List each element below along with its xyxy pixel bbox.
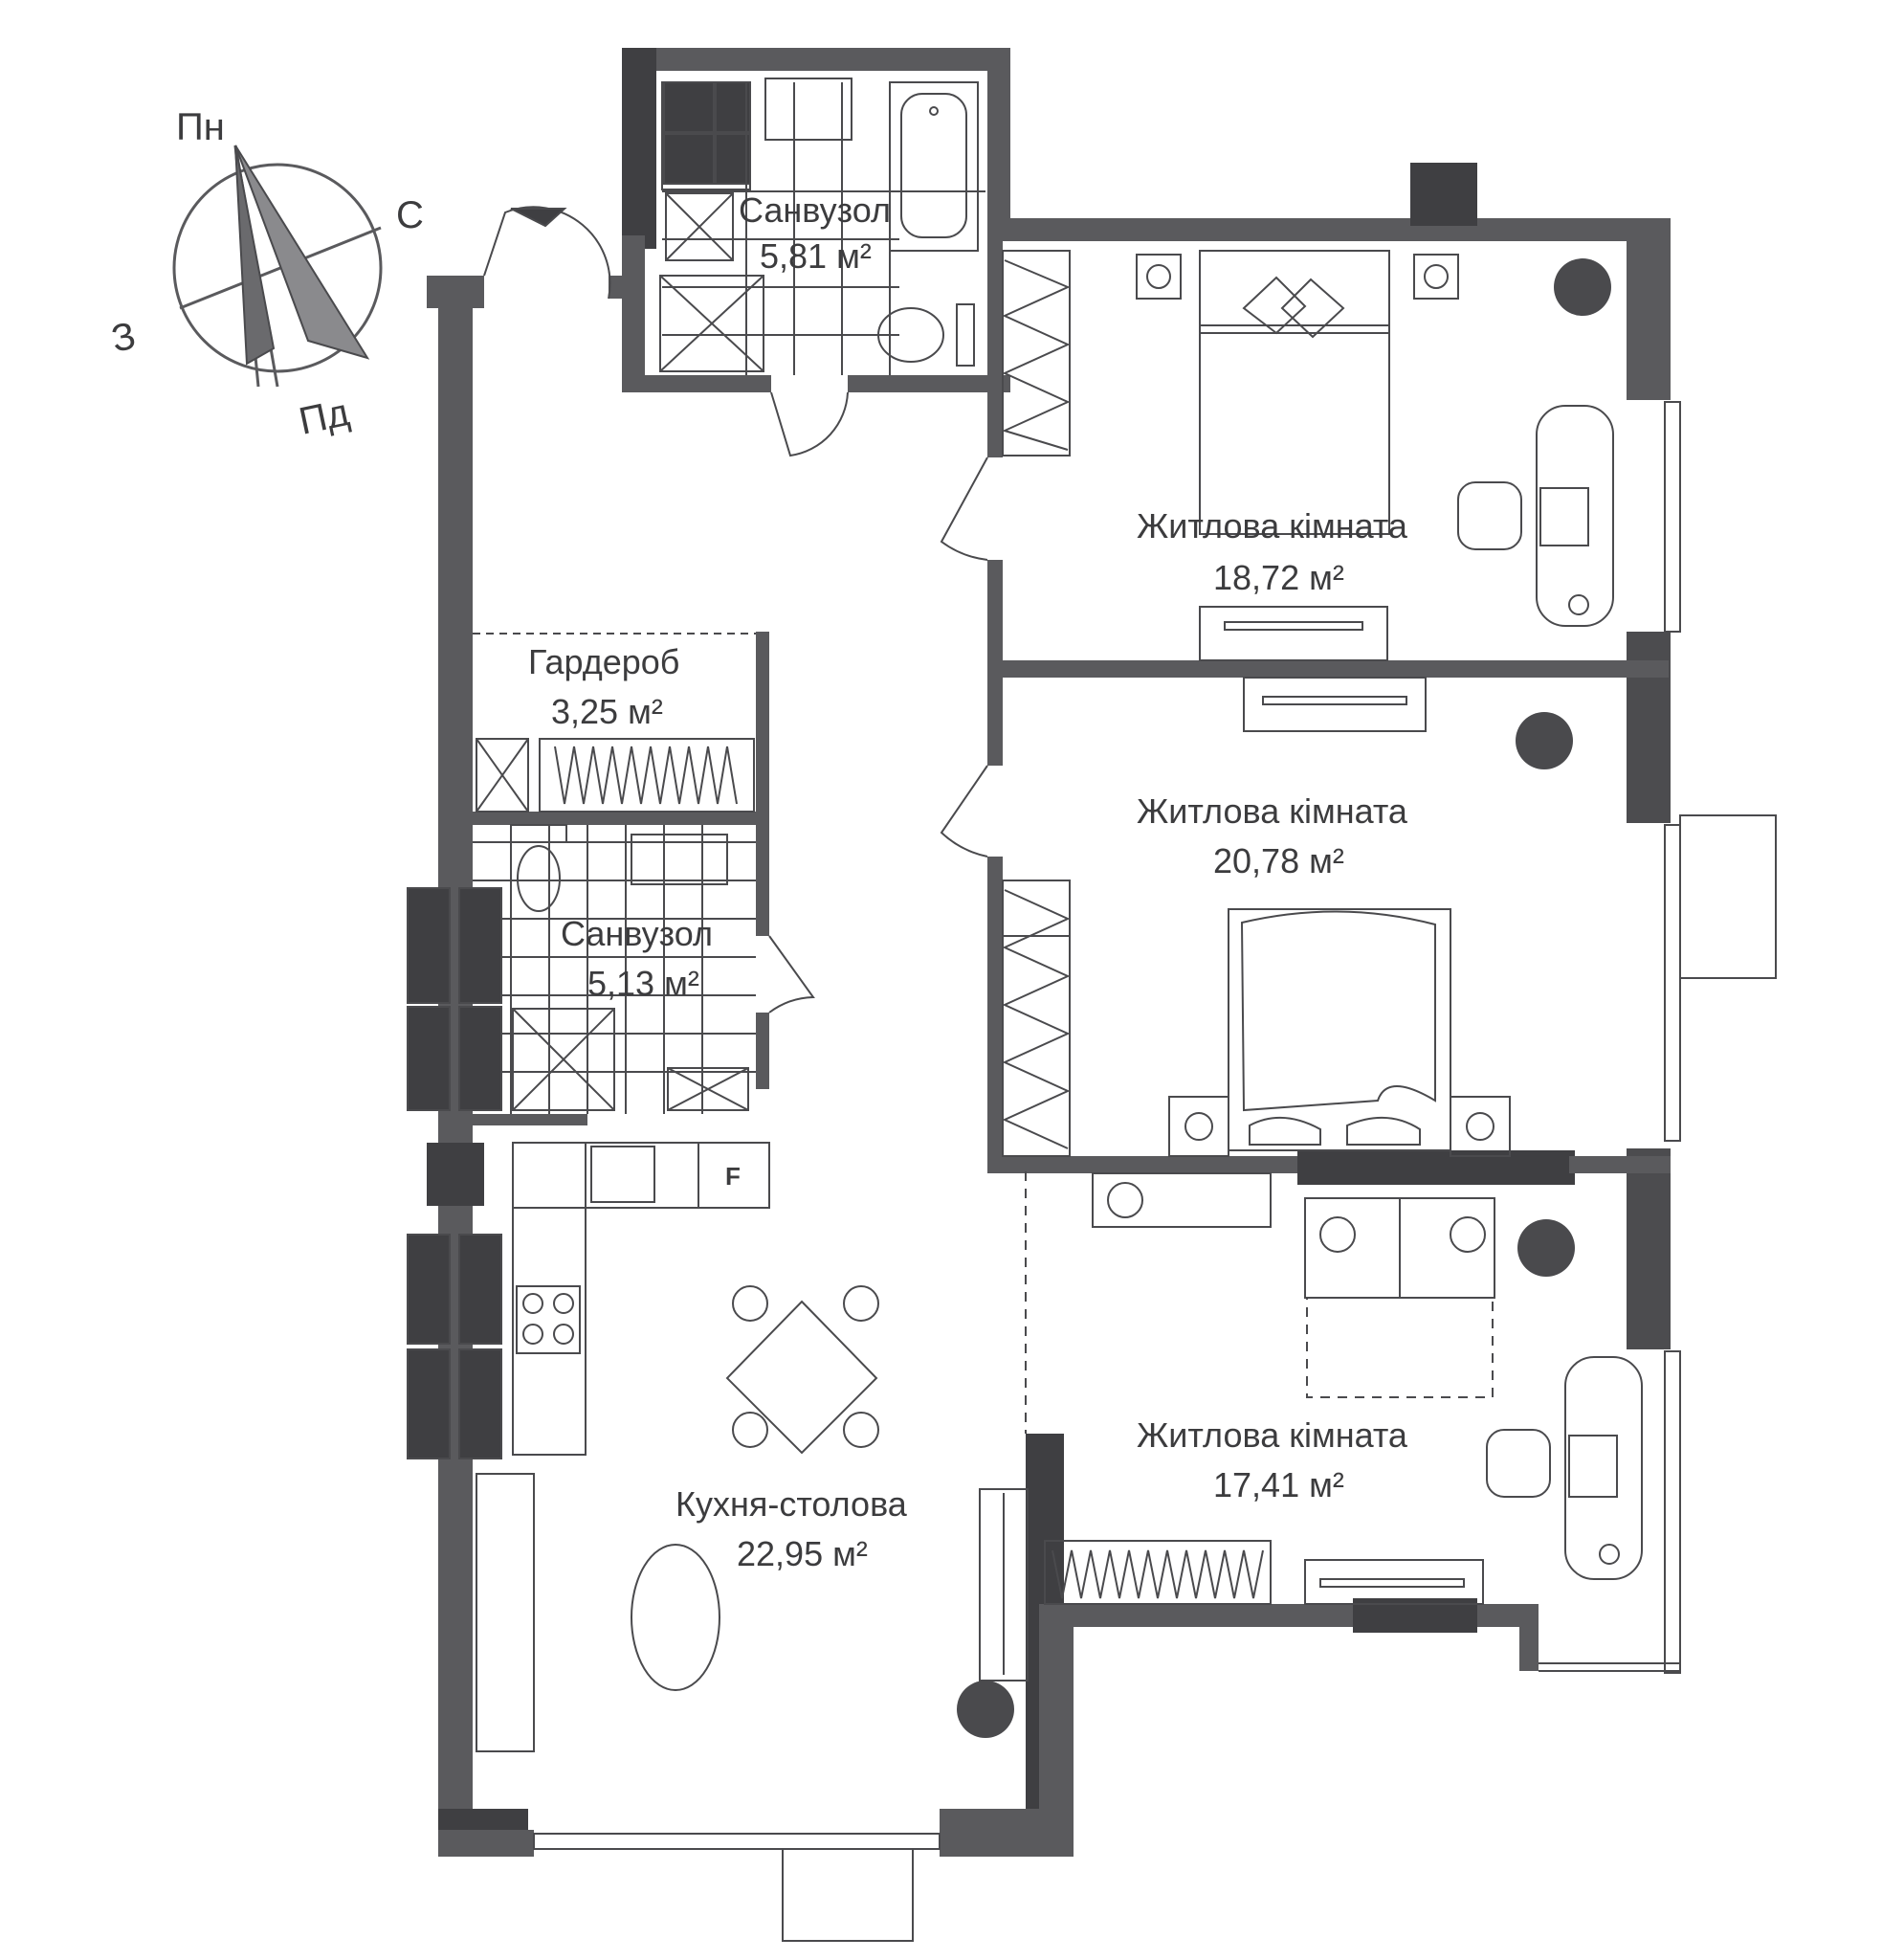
room-bedroom-2-name: Житлова кімната bbox=[1137, 791, 1408, 831]
plant-icon bbox=[957, 258, 1611, 1738]
room-bedroom-2-area: 20,78 м² bbox=[1213, 841, 1344, 880]
compass-east: С bbox=[396, 194, 424, 236]
room-wardrobe-name: Гардероб bbox=[528, 642, 679, 681]
room-kitchen-area: 22,95 м² bbox=[737, 1534, 868, 1573]
compass-west: З bbox=[108, 315, 140, 361]
room-bedroom-3-area: 17,41 м² bbox=[1213, 1465, 1344, 1504]
compass-south: Пд bbox=[296, 391, 353, 443]
room-bath-mid-name: Санвузол bbox=[561, 914, 713, 953]
room-wardrobe-area: 3,25 м² bbox=[551, 692, 663, 731]
room-bath-mid-area: 5,13 м² bbox=[587, 964, 699, 1003]
compass-north: Пн bbox=[176, 106, 225, 148]
fridge-label: F bbox=[725, 1162, 741, 1191]
room-bedroom-1-area: 18,72 м² bbox=[1213, 558, 1344, 597]
room-bedroom-3-name: Житлова кімната bbox=[1137, 1415, 1408, 1455]
room-bedroom-1-name: Житлова кімната bbox=[1137, 506, 1408, 546]
room-bath-top-name: Санвузол bbox=[739, 190, 891, 230]
room-kitchen-name: Кухня-столова bbox=[675, 1484, 908, 1524]
interior bbox=[407, 78, 1643, 1752]
windows bbox=[533, 401, 1777, 1942]
compass-needle-icon bbox=[234, 145, 276, 366]
room-bath-top-area: 5,81 м² bbox=[760, 236, 872, 276]
compass bbox=[172, 145, 383, 388]
